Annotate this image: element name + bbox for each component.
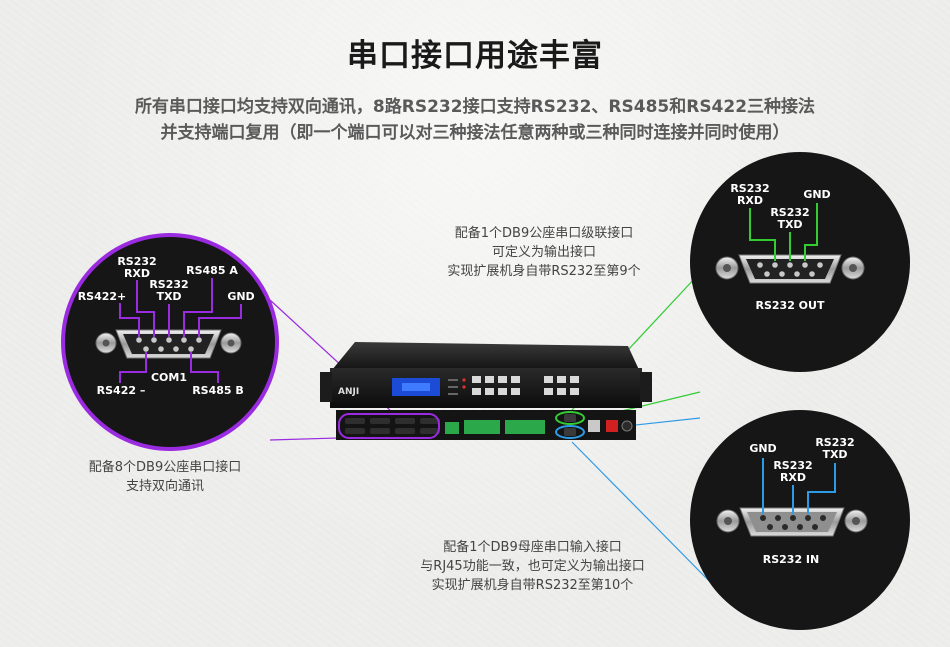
rs232-out-pin-leaders	[749, 203, 818, 261]
out-label-rs232-txd-line1: RS232	[770, 206, 809, 219]
com1-label-gnd: GND	[227, 290, 254, 303]
description-line-1: 所有串口接口均支持双向通讯，8路RS232接口支持RS232、RS485和RS4…	[134, 97, 816, 117]
out-label-rs232-rxd-line2: RXD	[737, 194, 763, 207]
rj45-port	[588, 420, 600, 432]
out-note-line-3: 实现扩展机身自带RS232至第9个	[447, 264, 641, 279]
rs232-in-db9-connector	[716, 507, 868, 537]
com1-callout: RS232 RXD RS232 TXD RS485 A RS422+ GND C…	[61, 233, 279, 451]
rs232-in-pin-leaders	[762, 458, 836, 514]
rs232-in-port-label: RS232 IN	[763, 553, 819, 566]
rs232-out-callout: RS232 RXD RS232 TXD GND RS232 OUT	[690, 152, 910, 372]
com1-label-rs232-rxd-line2: RXD	[124, 267, 150, 280]
com1-label-rs232-rxd-line1: RS232	[117, 255, 156, 268]
com1-note-line-1: 配备8个DB9公座串口接口	[88, 460, 242, 475]
phoenix-terminals	[445, 420, 545, 434]
page-title: 串口接口用途丰富	[347, 38, 603, 74]
rs232-in-callout: GND RS232 RXD RS232 TXD RS232 IN	[690, 410, 910, 630]
in-label-rs232-txd-line1: RS232	[815, 436, 854, 449]
in-label-rs232-rxd-line1: RS232	[773, 459, 812, 472]
rs232-in-highlight	[555, 425, 585, 439]
in-label-rs232-txd-line2: TXD	[822, 448, 847, 461]
rack-ear-right	[640, 372, 652, 402]
brand-logo: ANJI	[338, 387, 359, 397]
matrix-device: ANJI	[320, 342, 652, 440]
rs232-out-db9-connector	[715, 254, 865, 284]
out-note-line-1: 配备1个DB9公座串口级联接口	[454, 226, 634, 241]
description-line-2: 并支持端口复用（即一个端口可以对三种接法任意两种或三种同时连接并同时使用）	[160, 123, 790, 143]
out-note-line-2: 可定义为输出接口	[491, 245, 596, 260]
power-socket	[621, 420, 633, 432]
out-label-rs232-txd-line2: TXD	[777, 218, 802, 231]
com1-label-rs232-txd-line2: TXD	[156, 290, 181, 303]
rear-db9-ports	[345, 418, 440, 434]
front-buttons	[472, 376, 579, 395]
com1-label-rs485-a: RS485 A	[186, 264, 238, 277]
rs232-out-port-label: RS232 OUT	[756, 299, 825, 312]
rs232-out-note: 配备1个DB9公座串口级联接口 可定义为输出接口 实现扩展机身自带RS232至第…	[400, 224, 688, 281]
com1-port-label: COM1	[151, 371, 187, 384]
blue-line-bottom	[571, 441, 721, 593]
com1-db9-connector	[95, 329, 242, 359]
out-label-rs232-rxd-line1: RS232	[730, 182, 769, 195]
in-note-line-2: 与RJ45功能一致，也可定义为输出接口	[420, 559, 645, 574]
out-label-gnd: GND	[803, 188, 830, 201]
in-note-line-3: 实现扩展机身自带RS232至第10个	[431, 578, 634, 593]
in-label-gnd: GND	[749, 442, 776, 455]
in-note-line-1: 配备1个DB9母座串口输入接口	[443, 540, 622, 555]
com1-note-line-2: 支持双向通讯	[125, 479, 204, 494]
device-top	[332, 342, 640, 372]
com1-label-rs232-txd-line1: RS232	[149, 278, 188, 291]
rs232-in-note: 配备1个DB9母座串口输入接口 与RJ45功能一致，也可定义为输出接口 实现扩展…	[380, 538, 685, 595]
com1-pin-leaders	[119, 278, 242, 383]
com1-note: 配备8个DB9公座串口接口 支持双向通讯	[60, 458, 270, 496]
power-switch	[606, 420, 618, 432]
com-ports-highlight	[338, 413, 440, 439]
rack-ear-left	[320, 372, 332, 402]
com1-label-rs485-b: RS485 B	[192, 384, 244, 397]
in-label-rs232-rxd-line2: RXD	[780, 471, 806, 484]
com1-label-rs422-plus: RS422+	[78, 290, 127, 303]
rs232-out-highlight	[555, 411, 585, 425]
com1-label-rs422-minus: RS422 –	[97, 384, 146, 397]
